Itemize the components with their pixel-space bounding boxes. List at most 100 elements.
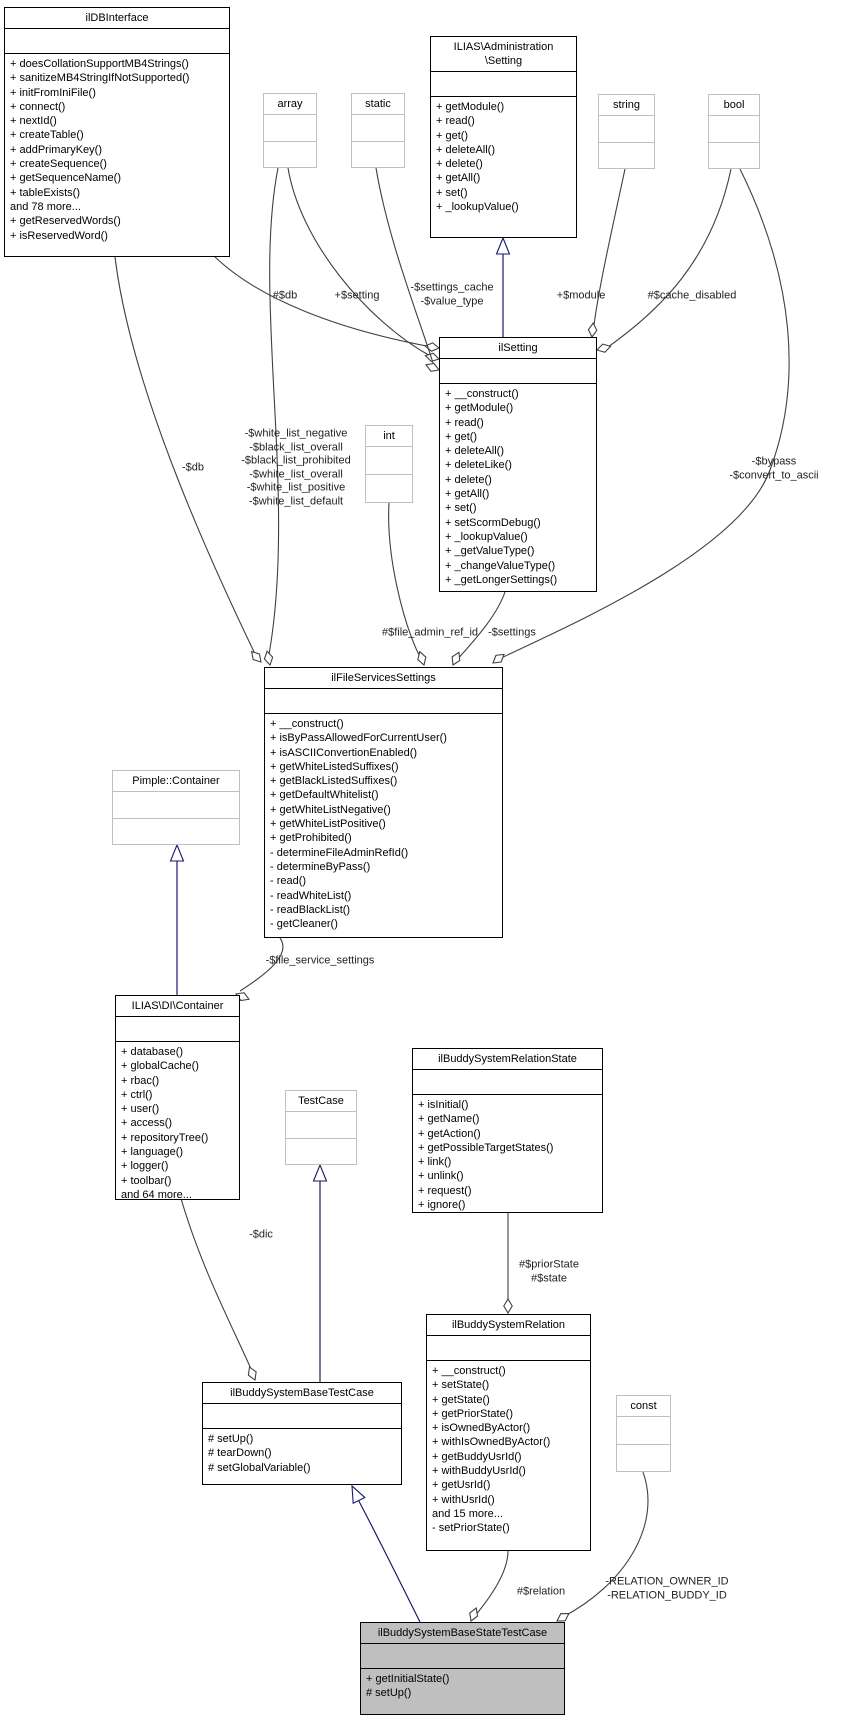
method: + sanitizeMB4StringIfNotSupported() (10, 72, 190, 85)
empty-compartment (709, 116, 759, 143)
method: + withUsrId() (432, 1493, 495, 1506)
class-title: ilSetting (440, 338, 596, 359)
method: and 78 more... (10, 200, 81, 213)
class-title: ilFileServicesSettings (265, 668, 502, 689)
method: + getProhibited() (270, 832, 352, 845)
edge-label-relation-constants: -RELATION_OWNER_ID -RELATION_BUDDY_ID (605, 1575, 729, 1602)
class-title: static (352, 94, 404, 115)
method: - readWhiteList() (270, 889, 352, 902)
methods-compartment: + __construct()+ getModule()+ read()+ ge… (440, 384, 596, 591)
method: + isByPassAllowedForCurrentUser() (270, 732, 447, 745)
class-ilbuddysystembasetestcase[interactable]: ilBuddySystemBaseTestCase # setUp() # tear… (202, 1382, 402, 1485)
method: + nextId() (10, 115, 57, 128)
generalization-arrow-statetestcase-generalizes-basetestcase (351, 1484, 366, 1505)
class-ilbuddysystembasestatetestcase: ilBuddySystemBaseStateTestCase + getIniti… (360, 1622, 565, 1715)
methods-compartment: + __construct()+ setState()+ getState()+… (427, 1361, 590, 1550)
method: + getUsrId() (432, 1479, 491, 1492)
aggregation-diamond-array-ilsetting (424, 352, 441, 363)
edge-array-ilsetting (287, 167, 433, 358)
empty-compartment (599, 143, 654, 169)
method: + get() (445, 430, 478, 443)
class-int: int (365, 425, 413, 503)
class-ilbuddysystemrelationstate[interactable]: ilBuddySystemRelationState+ isInitial()+… (412, 1048, 603, 1213)
class-title: int (366, 426, 412, 447)
method: + logger() (121, 1160, 169, 1173)
class-ilsetting[interactable]: ilSetting + __construct()+ getModule()+ r… (439, 337, 597, 592)
edge-label-white-lists: -$white_list_negative -$black_list_overa… (241, 427, 351, 508)
edge-ildbinterface-fss (114, 256, 258, 659)
method: + access() (121, 1117, 173, 1130)
edge-label-module: +$module (556, 289, 606, 302)
edge-label-dic: -$dic (249, 1228, 273, 1241)
method: - setPriorState() (432, 1522, 510, 1535)
attributes-compartment (361, 1644, 564, 1669)
method: + addPrimaryKey() (10, 143, 103, 156)
class-title: ilBuddySystemBaseStateTestCase (361, 1623, 564, 1644)
methods-compartment: + doesCollationSupportMB4Strings()+ sani… (5, 54, 229, 256)
empty-compartment (617, 1417, 670, 1445)
empty-compartment (286, 1112, 356, 1139)
attributes-compartment (116, 1017, 239, 1042)
edge-label-cache-disabled: #$cache_disabled (647, 289, 737, 302)
class-ilbuddysystemrelation[interactable]: ilBuddySystemRelation+ __construct()+ se… (426, 1314, 591, 1551)
edge-bool-ilsetting (607, 168, 732, 348)
method: + getWhiteListPositive() (270, 818, 386, 831)
method: + withBuddyUsrId() (432, 1465, 526, 1478)
method: + getWhiteListedSuffixes() (270, 760, 399, 773)
empty-compartment (113, 819, 239, 845)
class-title: ilBuddySystemBaseTestCase (203, 1383, 401, 1404)
method: + getBlackListedSuffixes() (270, 775, 398, 788)
methods-compartment: + getInitialState()# setUp() (361, 1669, 564, 1714)
edge-fss-dicontainer (239, 937, 284, 992)
aggregation-diamond-bool-fss (492, 653, 505, 664)
aggregation-diamond-ildbinterface-ilsetting (424, 342, 441, 352)
method: + __construct() (270, 718, 344, 730)
aggregation-diamond-const-statetestcase (556, 1613, 570, 1622)
attributes-compartment (427, 1336, 590, 1361)
aggregation-diamond-static-ilsetting (425, 362, 440, 372)
class-ilias-di-container[interactable]: ILIAS\DI\Container+ database()+ globalCa… (115, 995, 240, 1200)
method: + getDefaultWhitelist() (270, 789, 379, 802)
aggregation-diamond-bool-ilsetting (595, 343, 612, 353)
edge-static-ilsetting (375, 167, 435, 367)
method: + get() (436, 129, 469, 142)
method: + getAll() (445, 488, 490, 501)
class-static: static (351, 93, 405, 168)
attributes-compartment (5, 29, 229, 54)
method: + connect() (10, 100, 66, 113)
method: + isReservedWord() (10, 229, 108, 242)
class-ildbinterface[interactable]: ilDBInterface+ doesCollationSupportMB4St… (4, 7, 230, 257)
method: + getName() (418, 1113, 480, 1126)
method: and 15 more... (432, 1507, 503, 1520)
aggregation-diamond-string-ilsetting (587, 321, 598, 339)
edge-int-fss (388, 502, 423, 662)
edge-relation-statetestcase (473, 1550, 509, 1618)
methods-compartment: + __construct() + isByPassAllowedForCurre… (265, 714, 502, 937)
edge-ilsetting-fss (455, 591, 506, 662)
method: + user() (121, 1103, 160, 1116)
class-ilias-administration-setting[interactable]: ILIAS\Administration \Setting+ getModule… (430, 36, 577, 238)
method: + request() (418, 1184, 472, 1197)
class-string: string (598, 94, 655, 169)
generalization-arrow-ilsetting-generalizes-setting (495, 236, 511, 255)
method: # tearDown() (208, 1447, 272, 1460)
method: + _lookupValue() (445, 530, 528, 543)
empty-compartment (366, 447, 412, 475)
method: + read() (445, 416, 484, 429)
method: # setUp() (208, 1433, 254, 1445)
class-title: ILIAS\DI\Container (116, 996, 239, 1017)
method: + getReservedWords() (10, 215, 121, 228)
class-bool: bool (708, 94, 760, 169)
edge-ildbinterface-ilsetting (214, 256, 433, 348)
method: + getWhiteListNegative() (270, 803, 391, 816)
method: + setState() (432, 1379, 490, 1392)
class-ilfileservicessettings[interactable]: ilFileServicesSettings + __construct() + i… (264, 667, 503, 938)
method: + _getLongerSettings() (445, 573, 558, 586)
method: + delete() (436, 158, 483, 171)
edge-label-settings-cache: -$settings_cache -$value_type (410, 281, 494, 308)
method: + deleteAll() (445, 445, 505, 458)
method: + rbac() (121, 1074, 160, 1087)
method: + language() (121, 1146, 184, 1159)
method: - determineByPass() (270, 860, 371, 873)
